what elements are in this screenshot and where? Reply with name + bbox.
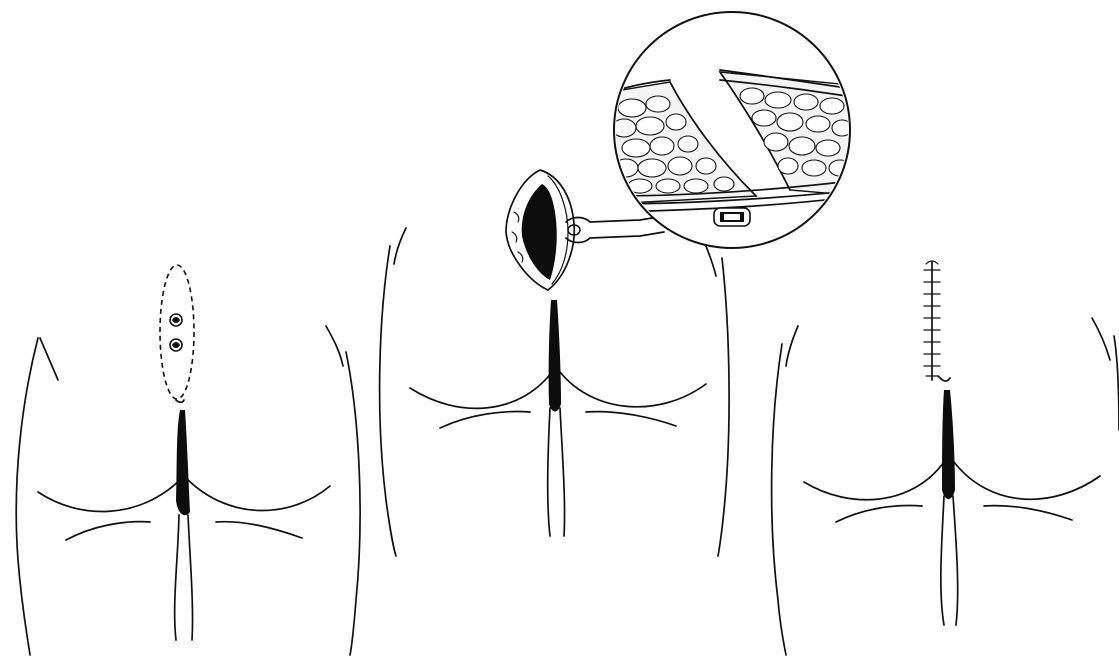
magnified-tissue-inset — [610, 12, 860, 248]
panel-closure — [772, 261, 1119, 655]
excised-wound-cavity — [506, 170, 574, 290]
sutured-midline-wound — [924, 261, 940, 380]
dashed-elliptical-incision — [160, 265, 194, 399]
panel-before — [16, 265, 360, 655]
magnifier-connector — [566, 216, 664, 243]
panel-excision — [380, 12, 860, 556]
buttocks-outline-left-panel — [16, 326, 360, 655]
buttocks-outline-right-panel — [772, 318, 1119, 655]
buttocks-outline-middle-panel — [380, 228, 729, 556]
pilonidal-sinus-openings — [170, 314, 182, 351]
